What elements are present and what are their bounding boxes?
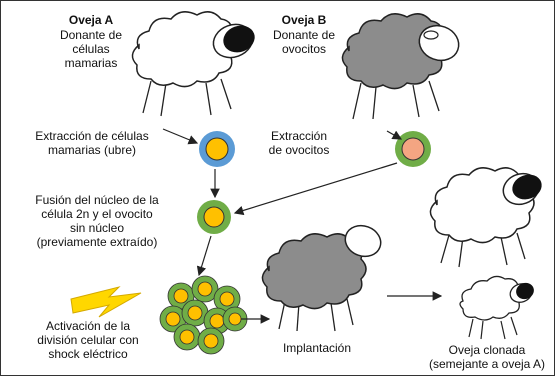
lightning-icon [70,286,142,318]
process-arrows [162,128,443,324]
embryo-cluster [159,275,248,355]
sheep-b-description: Donante de ovocitos [272,28,336,56]
arrow-mammary [162,128,199,145]
sheep-b-image [341,13,460,120]
step-cloned: Oveja clonada (semejante a oveja A) [428,343,546,371]
step-extract-oocytes: Extracción de ovocitos [268,129,330,157]
surrogate-sheep-image [261,224,382,332]
sheep-b-title: Oveja B [281,13,327,27]
sheep-a-image [131,11,255,117]
sheep-a-description: Donante de células mamarias [59,28,123,70]
sheep-a-head [223,25,255,53]
cloned-lamb-image [459,275,534,340]
step-activation: Activación de la división celular con sh… [37,319,139,361]
step-implantation: Implantación [282,341,352,355]
mammary-cell [199,131,235,167]
surrogate-sheep-head [344,224,382,258]
cloned-adult-sheep-image [429,167,542,268]
step-extract-mammary: Extracción de células mamarias (ubre) [35,129,149,157]
step-fusion: Fusión del núcleo de la célula 2n y el o… [35,193,159,249]
oocyte-cell [395,131,431,167]
surrogate-sheep-body [261,233,367,310]
arrow-to-embryo [196,235,212,277]
sheep-a-title: Oveja A [68,13,114,27]
arrow-oocyte-to-fusion [233,162,398,216]
arrow-oocyte [386,130,403,140]
fused-cell [197,200,231,234]
